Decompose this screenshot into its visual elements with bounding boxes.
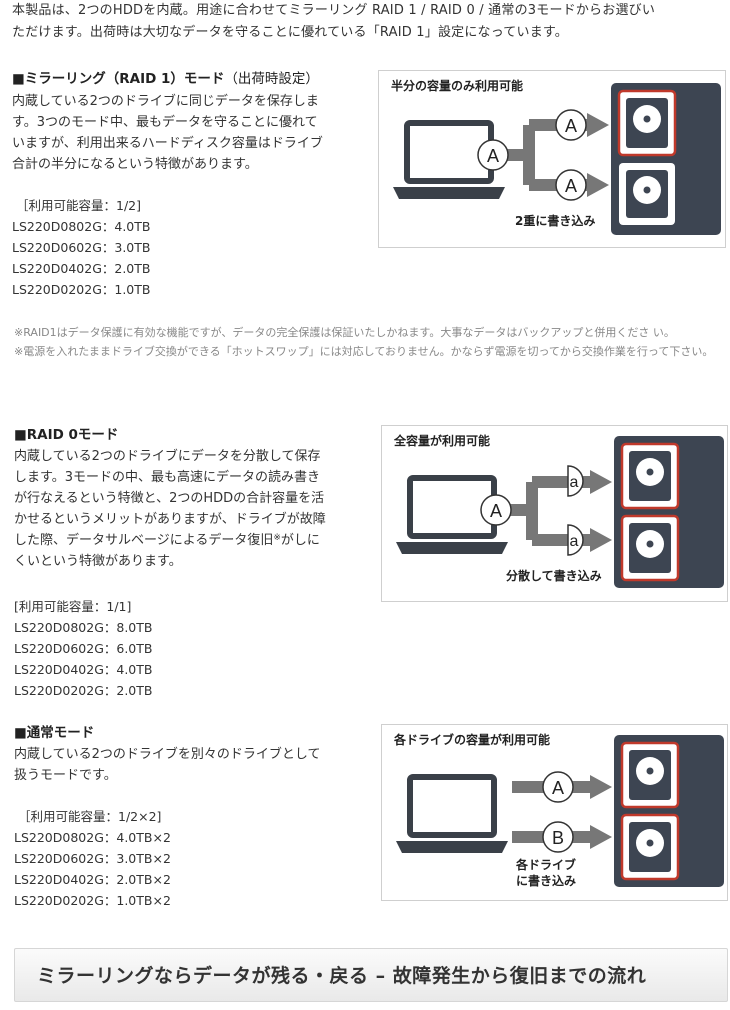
capacity-row: LS220D0802G：4.0TB×2 [14, 830, 171, 845]
raid1-capacity: ［利用可能容量：1/2] LS220D0802G：4.0TB LS220D060… [12, 195, 150, 300]
raid1-diagram-title: 半分の容量のみ利用可能 [391, 79, 524, 93]
normal-desc-line: 内蔵している2つのドライブを別々のドライブとして [14, 747, 321, 762]
raid0-desc-line: かせるというメリットがありますが、ドライブが故障 [14, 512, 326, 527]
notes: ※RAID1はデータ保護に有効な機能ですが、データの完全保護は保証いたしかねます… [14, 324, 726, 362]
raid1-desc-line: す。3つのモード中、最もデータを守ることに優れて [12, 115, 318, 130]
capacity-row: LS220D0202G：2.0TB [14, 683, 153, 698]
normal-diagram-caption: 各ドライブ に書き込み [516, 857, 576, 889]
badge-label: A [487, 146, 499, 166]
capacity-row: LS220D0802G：8.0TB [14, 620, 153, 635]
capacity-row: LS220D0402G：2.0TB [12, 261, 151, 276]
nas-device-icon [614, 436, 724, 588]
raid0-diagram-caption: 分散して書き込み [506, 569, 602, 583]
capacity-row: LS220D0402G：2.0TB×2 [14, 872, 171, 887]
arrow-head [590, 775, 612, 799]
normal-capacity-label: ［利用可能容量：1/2×2] [18, 809, 162, 824]
raid0-diagram-graphic: A a a [396, 436, 724, 588]
arrow-head [587, 173, 609, 197]
laptop-icon [396, 475, 508, 554]
badge-label: A [565, 176, 577, 196]
badge-label: A [565, 116, 577, 136]
raid0-description: 内蔵している2つのドライブにデータを分散して保存 します。3モードの中、最も高速… [14, 446, 366, 572]
capacity-row: LS220D0202G：1.0TB [12, 282, 151, 297]
raid0-desc-line: した際、データサルベージによるデータ復旧※がしに [14, 530, 366, 551]
raid1-desc-line: 合計の半分になるという特徴があります。 [12, 157, 258, 172]
raid0-desc-line: 内蔵している2つのドライブにデータを分散して保存 [14, 449, 321, 464]
normal-diagram-title: 各ドライブの容量が利用可能 [394, 733, 551, 747]
data-half-badge: a [567, 524, 584, 556]
arrow-head [590, 825, 612, 849]
nas-device-icon [614, 735, 724, 887]
data-badge: A [555, 109, 587, 141]
raid0-title: ■RAID 0モード [14, 427, 119, 443]
raid0-desc-line: します。3モードの中、最も高速にデータの読み書き [14, 470, 320, 485]
arrow-head [590, 528, 612, 552]
capacity-row: LS220D0602G：6.0TB [14, 641, 153, 656]
raid1-desc-line: 内蔵している2つのドライブに同じデータを保存しま [12, 94, 319, 109]
raid1-description: 内蔵している2つのドライブに同じデータを保存しま す。3つのモード中、最もデータ… [12, 91, 362, 175]
note: ※電源を入れたままドライブ交換ができる「ホットスワップ」には対応しておりません。… [14, 345, 714, 358]
footnote-mark: ※ [273, 533, 281, 543]
raid0-diagram-title: 全容量が利用可能 [394, 434, 491, 448]
laptop-icon [396, 774, 508, 853]
badge-label: a [570, 533, 579, 550]
badge-label: A [552, 778, 564, 798]
normal-diagram-graphic: A B [396, 735, 724, 887]
data-half-badge: a [567, 465, 584, 497]
data-arrow [500, 476, 594, 546]
raid0-desc-pre: した際、データサルベージによるデータ復旧 [14, 533, 274, 548]
raid0-capacity-label: [利用可能容量：1/1] [14, 599, 132, 614]
data-badge: A [542, 771, 574, 803]
caption-line: に書き込み [516, 874, 577, 888]
capacity-row: LS220D0602G：3.0TB [12, 240, 151, 255]
raid1-title-text: ■ミラーリング（RAID 1）モード [12, 71, 225, 87]
raid0-desc-post: がしに [280, 533, 320, 548]
nas-device-icon [611, 83, 721, 235]
note: ※RAID1はデータ保護に有効な機能ですが、データの完全保護は保証いたしかねます… [14, 326, 675, 339]
data-badge: A [480, 494, 512, 526]
badge-label: A [490, 501, 502, 521]
normal-title: ■通常モード [14, 725, 95, 741]
intro-line: ただけます。出荷時は大切なデータを守ることに優れている「RAID 1」設定になっ… [12, 25, 569, 40]
raid1-diagram: A A A 半分の容量のみ利用可能 2重に書き込み [378, 70, 726, 248]
data-arrow [497, 119, 591, 191]
banner-heading: ミラーリングならデータが残る・戻る – 故障発生から復旧までの流れ [37, 965, 647, 987]
capacity-row: LS220D0202G：1.0TB×2 [14, 893, 171, 908]
raid1-title: ■ミラーリング（RAID 1）モード（出荷時設定） [12, 69, 319, 89]
raid1-capacity-label: ［利用可能容量：1/2] [16, 198, 141, 213]
normal-capacity: ［利用可能容量：1/2×2] LS220D0802G：4.0TB×2 LS220… [14, 806, 171, 911]
caption-line: 各ドライブ [516, 858, 577, 872]
raid0-desc-line: が行なえるという特徴と、2つのHDDの合計容量を活 [14, 491, 325, 506]
normal-diagram: A B 各ドライブの容量が利用可能 各ドライブ に書き込み [381, 724, 728, 901]
intro-line: 本製品は、2つのHDDを内蔵。用途に合わせてミラーリング RAID 1 / RA… [12, 3, 656, 18]
normal-desc-line: 扱うモードです。 [14, 768, 117, 783]
badge-label: a [570, 474, 579, 491]
raid1-desc-line: いますが、利用出来るハードディスク容量はドライブ [12, 136, 323, 151]
data-badge: A [477, 139, 509, 171]
intro-text: 本製品は、2つのHDDを内蔵。用途に合わせてミラーリング RAID 1 / RA… [12, 0, 724, 44]
raid0-diagram: A a a 全容量が利用可能 分散して書き込み [381, 425, 728, 602]
raid0-desc-line: くいという特徴があります。 [14, 554, 182, 569]
raid1-subtitle: （出荷時設定） [224, 71, 319, 87]
capacity-row: LS220D0602G：3.0TB×2 [14, 851, 171, 866]
arrow-head [587, 113, 609, 137]
raid1-diagram-graphic: A A A [393, 83, 721, 235]
data-badge: B [542, 821, 574, 853]
section-banner: ミラーリングならデータが残る・戻る – 故障発生から復旧までの流れ [14, 948, 728, 1002]
raid1-diagram-caption: 2重に書き込み [515, 214, 596, 228]
capacity-row: LS220D0402G：4.0TB [14, 662, 153, 677]
arrow-head [590, 470, 612, 494]
data-badge: A [555, 169, 587, 201]
raid0-capacity: [利用可能容量：1/1] LS220D0802G：8.0TB LS220D060… [14, 596, 152, 701]
capacity-row: LS220D0802G：4.0TB [12, 219, 151, 234]
normal-description: 内蔵している2つのドライブを別々のドライブとして 扱うモードです。 [14, 744, 366, 786]
badge-label: B [552, 828, 564, 848]
